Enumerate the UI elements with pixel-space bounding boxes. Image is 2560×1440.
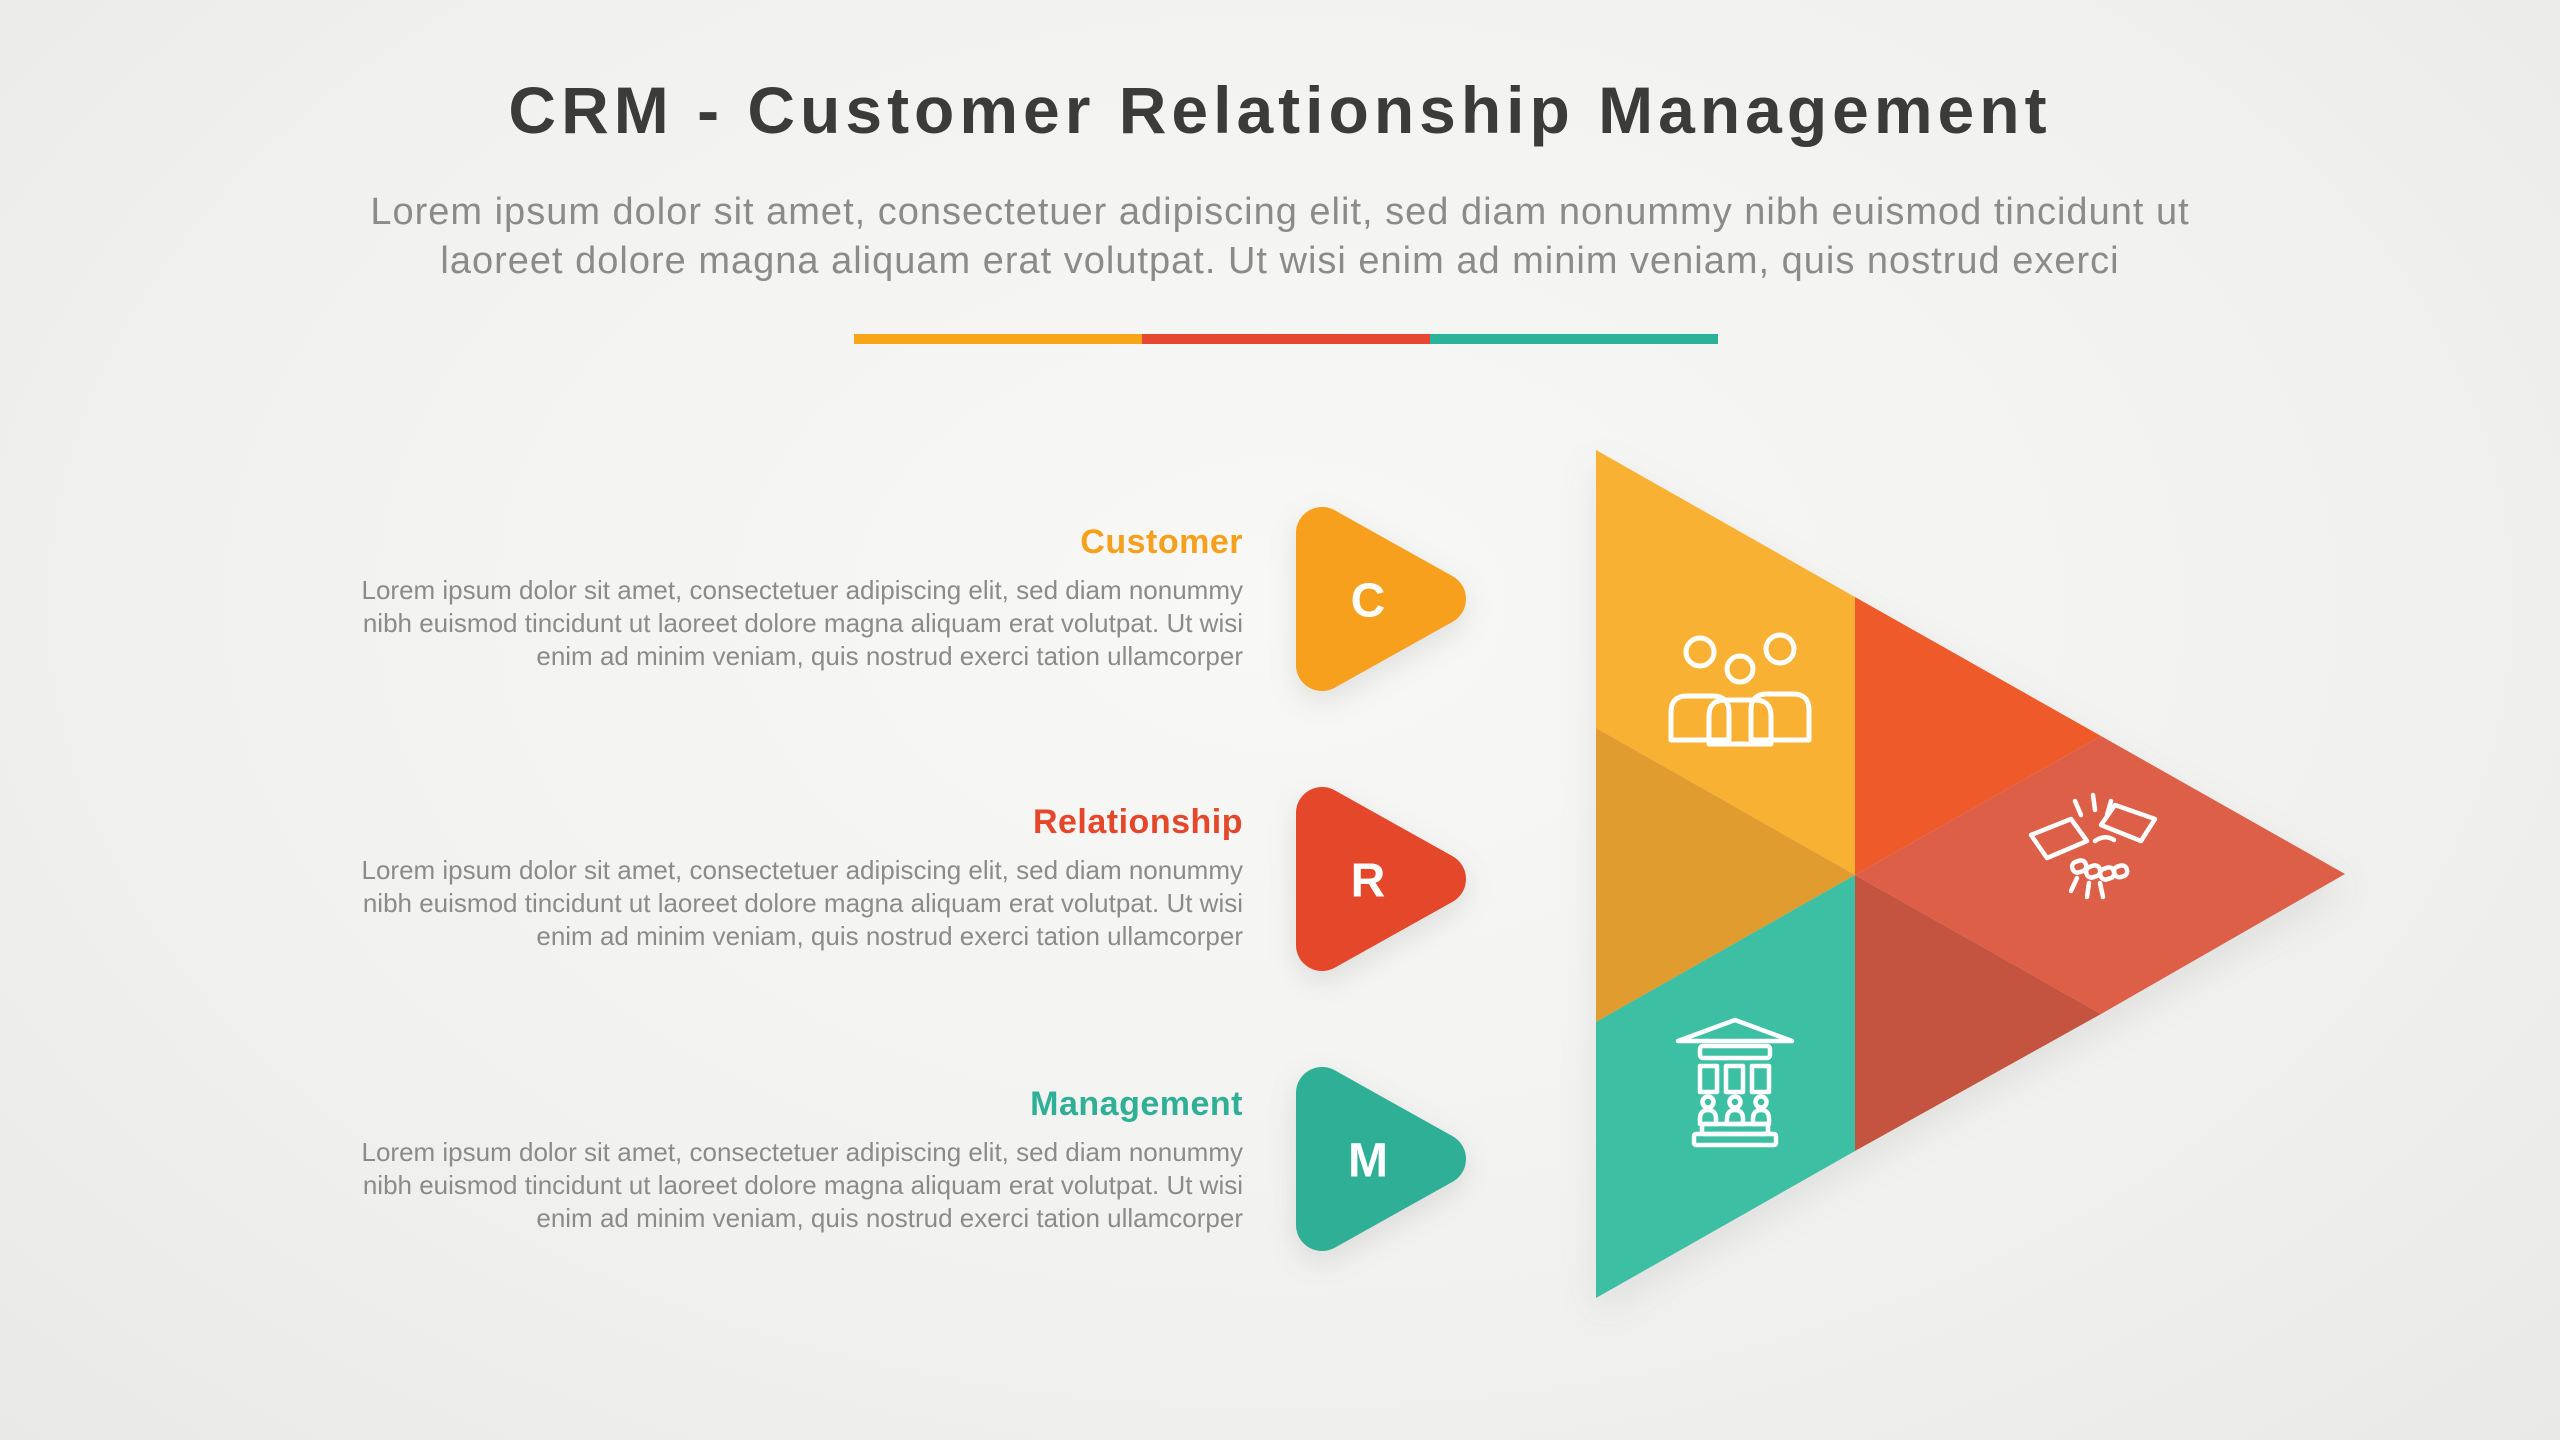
tricolor-divider: [854, 334, 1718, 344]
section-management: Management Lorem ipsum dolor sit amet, c…: [143, 1083, 1243, 1235]
section-body-management: Lorem ipsum dolor sit amet, consectetuer…: [143, 1136, 1243, 1235]
play-triangle-icon: [1296, 787, 1466, 971]
divider-segment-orange: [854, 334, 1142, 344]
handshake-icon: [2028, 792, 2158, 900]
section-body-relationship: Lorem ipsum dolor sit amet, consectetuer…: [143, 854, 1243, 953]
section-title-relationship: Relationship: [1032, 803, 1243, 841]
shake-rays-bottom: [2068, 875, 2106, 900]
divider-segment-red: [1142, 334, 1430, 344]
body-line: enim ad minim veniam, quis nostrud exerc…: [536, 641, 1243, 671]
arrow-facet-red-dark: [1855, 875, 2101, 1151]
badge-letter-m: M: [1348, 1135, 1388, 1188]
body-line: nibh euismod tincidunt ut laoreet dolore…: [362, 608, 1243, 638]
page-subtitle: Lorem ipsum dolor sit amet, consectetuer…: [0, 188, 2560, 286]
people-group-icon: [1668, 632, 1812, 747]
badge-letter-c: C: [1351, 575, 1386, 628]
body-line: nibh euismod tincidunt ut laoreet dolore…: [362, 1170, 1243, 1200]
play-triangle-icon: [1296, 507, 1466, 691]
body-line: Lorem ipsum dolor sit amet, consectetuer…: [361, 1137, 1243, 1167]
section-relationship: Relationship Lorem ipsum dolor sit amet,…: [143, 801, 1243, 953]
section-title-customer: Customer: [1080, 523, 1243, 561]
body-line: enim ad minim veniam, quis nostrud exerc…: [536, 921, 1243, 951]
badge-management: M: [1296, 1067, 1466, 1251]
crm-arrow-graphic: [1596, 450, 2345, 1298]
page-subtitle-line-1: Lorem ipsum dolor sit amet, consectetuer…: [370, 191, 2190, 233]
body-line: Lorem ipsum dolor sit amet, consectetuer…: [361, 855, 1243, 885]
body-line: Lorem ipsum dolor sit amet, consectetuer…: [361, 575, 1243, 605]
section-body-customer: Lorem ipsum dolor sit amet, consectetuer…: [143, 574, 1243, 673]
section-title-management: Management: [1030, 1085, 1243, 1123]
bank-building-icon: [1675, 1017, 1795, 1148]
page-title: CRM - Customer Relationship Management: [508, 73, 2052, 147]
shake-rays-top: [2072, 792, 2114, 818]
play-triangle-icon: [1296, 1067, 1466, 1251]
body-line: nibh euismod tincidunt ut laoreet dolore…: [362, 888, 1243, 918]
section-customer: Customer Lorem ipsum dolor sit amet, con…: [143, 521, 1243, 673]
divider-segment-teal: [1430, 334, 1718, 344]
badge-customer: C: [1296, 507, 1466, 691]
arrow-facet-yellow-dark: [1596, 728, 1855, 1022]
badge-relationship: R: [1296, 787, 1466, 971]
badge-letter-r: R: [1351, 855, 1386, 908]
body-line: enim ad minim veniam, quis nostrud exerc…: [536, 1203, 1243, 1233]
arrow-facet-red-bright: [1855, 597, 2101, 875]
page-subtitle-line-2: laoreet dolore magna aliquam erat volutp…: [440, 240, 2120, 282]
arrow-facet-yellow: [1596, 450, 1855, 875]
